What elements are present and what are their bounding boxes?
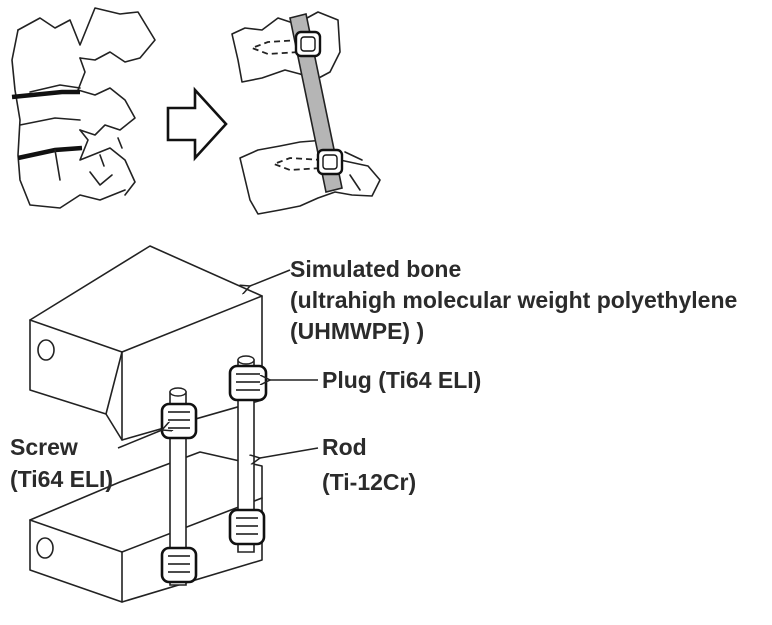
spine-sketch [11,7,156,209]
screw-leader-arrow [117,430,162,449]
fixed-spine-sketch [231,11,381,215]
simulated-bone-label: Simulated bone [290,256,461,282]
rod-material-label: (Ti-12Cr) [322,469,416,495]
plug-label: Plug (Ti64 ELI) [322,367,481,393]
simulated-bone-material-label: (ultrahigh molecular weight polyethylene [290,287,737,313]
rod-leader-arrow [260,447,319,458]
screw-material-label: (Ti64 ELI) [10,466,113,492]
simulated-bone-abbrev-label: (UHMWPE) ) [290,318,424,344]
rod-label: Rod [322,434,367,460]
screw-label: Screw [10,434,78,460]
bone-leader-arrow [250,269,291,286]
simulated-bone-model [29,245,268,603]
transition-arrow-icon [166,86,228,162]
